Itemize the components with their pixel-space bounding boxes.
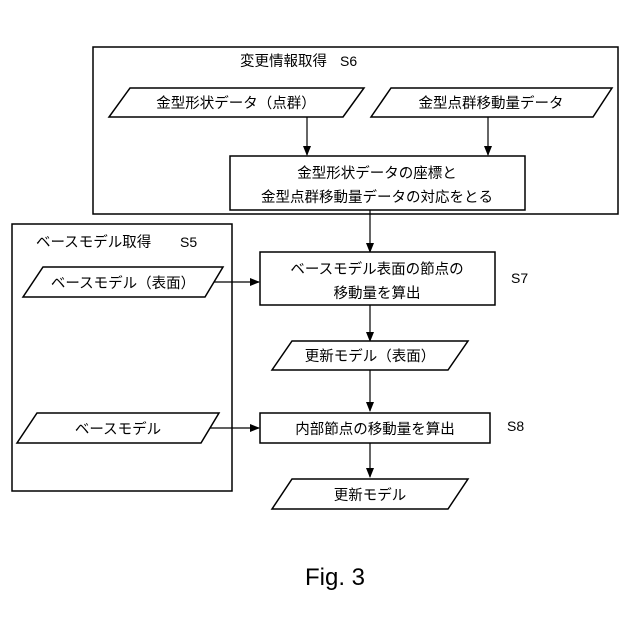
change-info-group-title: 変更情報取得 xyxy=(240,53,327,70)
base-model-group-title: ベースモデル取得 xyxy=(36,233,151,251)
base-model-step-label: S5 xyxy=(180,234,197,250)
svg-text:内部節点の移動量を算出: 内部節点の移動量を算出 xyxy=(295,420,455,438)
internal-node-move-process-box: 内部節点の移動量を算出 xyxy=(260,413,490,443)
step-s7-label: S7 xyxy=(511,270,528,286)
change-info-step-label: S6 xyxy=(340,53,357,69)
svg-text:金型形状データ（点群）: 金型形状データ（点群） xyxy=(156,94,316,112)
base-model-surface-node: ベースモデル（表面） xyxy=(23,267,223,297)
svg-text:ベースモデル表面の節点の: ベースモデル表面の節点の xyxy=(290,260,463,278)
base-model-group-frame xyxy=(12,224,232,491)
mold-point-move-data-node: 金型点群移動量データ xyxy=(371,88,612,117)
figure-caption: Fig. 3 xyxy=(305,564,365,591)
svg-text:金型点群移動量データの対応をとる: 金型点群移動量データの対応をとる xyxy=(261,188,493,206)
svg-text:金型形状データの座標と: 金型形状データの座標と xyxy=(297,164,457,182)
mold-shape-data-node: 金型形状データ（点群） xyxy=(109,88,364,117)
svg-text:移動量を算出: 移動量を算出 xyxy=(334,285,421,302)
svg-text:金型点群移動量データ: 金型点群移動量データ xyxy=(419,94,564,112)
svg-text:ベースモデル（表面）: ベースモデル（表面） xyxy=(51,274,195,292)
step-s8-label: S8 xyxy=(507,418,524,434)
updated-model-surface-node: 更新モデル（表面） xyxy=(272,341,468,370)
base-model-node: ベースモデル xyxy=(17,413,219,443)
svg-text:更新モデル: 更新モデル xyxy=(334,486,407,504)
updated-model-node: 更新モデル xyxy=(272,479,468,509)
correspondence-process-box: 金型形状データの座標と 金型点群移動量データの対応をとる xyxy=(230,156,525,210)
svg-text:ベースモデル: ベースモデル xyxy=(75,420,161,438)
svg-text:更新モデル（表面）: 更新モデル（表面） xyxy=(305,347,436,365)
surface-node-move-process-box: ベースモデル表面の節点の 移動量を算出 xyxy=(260,252,495,305)
